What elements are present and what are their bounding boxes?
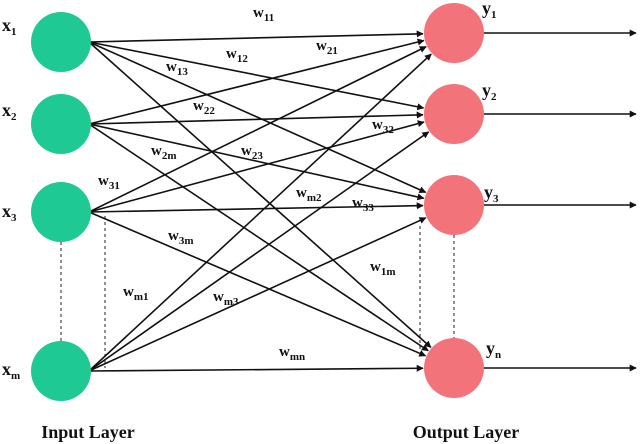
input-node-m: [31, 341, 91, 401]
input-label-2: x2: [2, 100, 17, 123]
edge-3-2: [88, 120, 425, 213]
weight-label-23: w23: [241, 143, 263, 162]
weight-label-2m: w2m: [151, 143, 177, 162]
weight-label-21: w21: [316, 38, 338, 57]
edge-1-1: [88, 30, 424, 43]
input-node-1: [31, 12, 91, 72]
weight-label-1m: w1m: [370, 259, 396, 278]
output-node-2: [424, 84, 484, 144]
edge-m-1: [88, 53, 432, 372]
input-layer-label: Input Layer: [41, 422, 135, 442]
weight-label-32: w32: [372, 117, 394, 136]
edge-3-n: [88, 211, 427, 357]
edge-1-3: [88, 41, 427, 194]
output-layer-label: Output Layer: [413, 422, 520, 442]
weight-label-m2: wm2: [296, 185, 322, 204]
edge-2-n: [88, 123, 429, 352]
input-label-3: x3: [2, 201, 17, 224]
edge-2-3: [88, 123, 425, 201]
input-label-1: x1: [2, 15, 17, 38]
edge-1-n: [88, 41, 432, 348]
weight-label-m3: wm3: [213, 289, 239, 308]
output-node-n: [424, 338, 484, 398]
weight-label-11: w11: [253, 5, 274, 24]
edge-m-2: [88, 131, 430, 372]
input-node-3: [31, 182, 91, 242]
output-label-2: y2: [482, 80, 497, 103]
weight-label-3m: w3m: [168, 228, 194, 247]
input-label-m: xm: [2, 359, 20, 382]
weight-label-31: w31: [98, 173, 120, 192]
weight-label-12: w12: [226, 46, 248, 65]
output-node-3: [424, 175, 484, 235]
nodes: [31, 3, 484, 401]
edge-3-3: [88, 202, 424, 213]
output-arrows: [484, 29, 637, 372]
weight-label-mn: wmn: [279, 344, 305, 363]
input-node-2: [31, 94, 91, 154]
edge-3-1: [88, 45, 427, 213]
output-node-1: [424, 3, 484, 63]
labels: x1 x2 x3 xm y1 y2 y3 yn w11 w12 w13 w21 w22 w2m w23 w32…: [2, 0, 501, 382]
edge-2-1: [88, 38, 425, 125]
output-label-3: y3: [484, 182, 499, 205]
edge-1-2: [88, 41, 425, 111]
connection-edges: [88, 30, 432, 372]
edge-m-3: [88, 217, 427, 372]
output-label-1: y1: [482, 0, 497, 21]
weight-label-m1: wm1: [123, 284, 149, 303]
weight-label-22: w22: [193, 98, 215, 117]
output-label-n: yn: [486, 338, 501, 361]
dashed-guides: [60, 216, 455, 368]
weight-label-33: w33: [352, 195, 374, 214]
edge-m-n: [88, 364, 424, 372]
weight-label-13: w13: [166, 59, 188, 78]
edge-2-2: [88, 111, 424, 125]
